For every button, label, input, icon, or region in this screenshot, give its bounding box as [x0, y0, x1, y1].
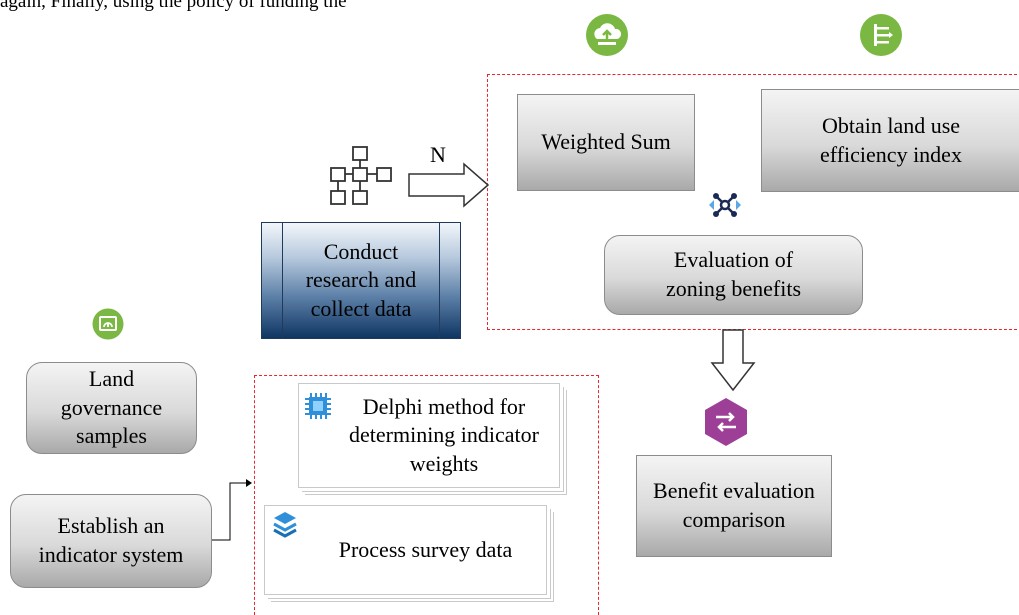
layers-icon: [272, 510, 298, 542]
network-grid-icon: [329, 145, 393, 209]
evaluation-zoning-box: Evaluation of zoning benefits: [604, 235, 863, 315]
conduct-research-box: Conduct research and collect data: [261, 222, 461, 339]
delphi-label: Delphi method for determining indicator …: [349, 393, 539, 476]
arrow-label-n: N: [430, 142, 446, 167]
weighted-sum-label: Weighted Sum: [541, 129, 671, 155]
benefit-comparison-label: Benefit evaluation comparison: [653, 478, 815, 532]
delphi-card: Delphi method for determining indicator …: [298, 383, 560, 488]
pipeline-icon: [859, 13, 903, 57]
indicator-region-border: [254, 375, 599, 615]
chip-icon: [302, 390, 334, 422]
swap-arrows-icon: [703, 397, 749, 447]
process-survey-label: Process survey data: [338, 536, 513, 562]
hub-network-icon: [706, 186, 744, 224]
establish-indicator-label: Establish an indicator system: [38, 513, 184, 567]
benefit-comparison-box: Benefit evaluation comparison: [636, 455, 832, 557]
land-samples-label: Land governance samples: [60, 366, 163, 449]
conduct-research-label: Conduct research and collect data: [305, 238, 417, 321]
process-survey-card: Process survey data: [264, 505, 547, 595]
header-text-fragment: again, Finally, using the policy of fund…: [0, 0, 347, 12]
obtain-index-label: Obtain land use efficiency index: [820, 112, 962, 167]
evaluation-region-border: [487, 74, 1019, 330]
monitor-icon: [92, 308, 124, 340]
elbow-connector: [212, 478, 252, 544]
down-hollow-arrow: [710, 329, 756, 392]
weighted-sum-box: Weighted Sum: [517, 94, 695, 191]
evaluation-zoning-label: Evaluation of zoning benefits: [665, 247, 802, 301]
land-samples-box: Land governance samples: [26, 362, 197, 454]
right-hollow-arrow: [408, 162, 490, 208]
obtain-index-box: Obtain land use efficiency index: [761, 89, 1019, 192]
establish-indicator-box: Establish an indicator system: [10, 494, 212, 588]
cloud-upload-icon: [585, 13, 629, 57]
